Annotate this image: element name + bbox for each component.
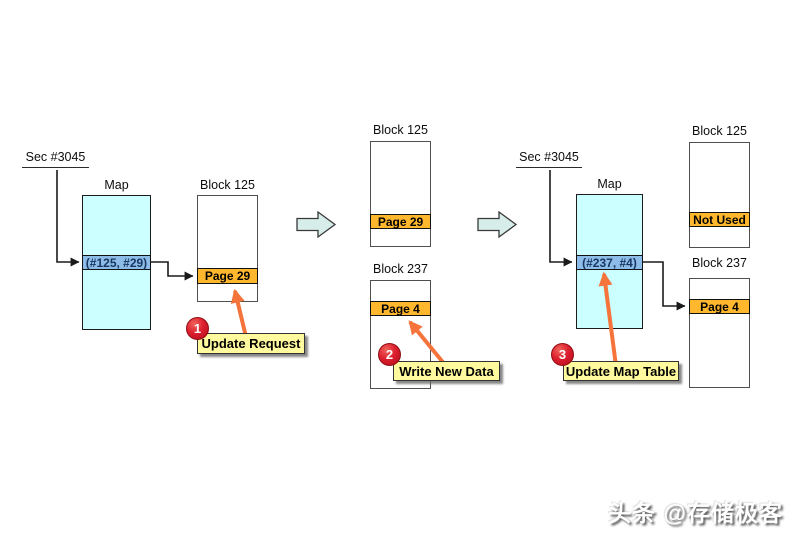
map-title-1: Map [104,178,129,192]
connector-sec-to-map-1 [56,170,80,267]
step-badge-3: 3 [551,343,574,366]
flow-arrow-icon-2 [477,210,518,239]
block-box-2-125 [370,141,431,247]
block-box-3-125 [689,142,750,248]
page-row-1-29: Page 29 [197,268,258,284]
not-used-row: Not Used [689,212,750,227]
block-box-3-237 [689,278,750,388]
callout-update-request: Update Request [197,333,305,354]
block-title-1-125: Block 125 [200,178,255,192]
block-title-2-237: Block 237 [373,262,428,276]
block-title-3-237: Block 237 [692,256,747,270]
block-box-1-125 [197,195,258,302]
map-entry-3: (#237, #4) [576,255,643,270]
watermark: 头条 @存储极客 [608,500,783,526]
map-title-3: Map [597,177,622,191]
connector-map-to-block-1 [151,261,194,281]
page-row-2-29: Page 29 [370,214,431,229]
connector-map-to-block-3 [643,261,686,311]
callout-write-new-data: Write New Data [393,361,500,381]
step-badge-1: 1 [186,317,209,340]
connector-sec-to-map-3 [549,170,573,267]
block-title-2-125: Block 125 [373,123,428,137]
page-row-2-4: Page 4 [370,301,431,316]
callout-update-map-table: Update Map Table [563,361,679,381]
sector-label-1: Sec #3045 [22,151,89,168]
sector-label-3: Sec #3045 [516,151,582,168]
page-row-3-4: Page 4 [689,299,750,314]
block-title-3-125: Block 125 [692,124,747,138]
flow-arrow-icon-1 [296,210,337,239]
step-badge-2: 2 [378,343,401,366]
map-entry-1: (#125, #29) [82,255,151,270]
